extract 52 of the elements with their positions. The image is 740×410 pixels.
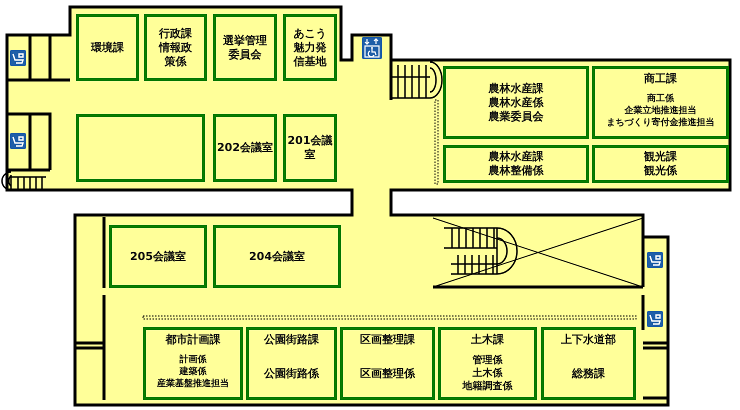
- room: [213, 225, 341, 288]
- room: [438, 327, 537, 400]
- room: [246, 327, 337, 400]
- room-name: 土木課: [471, 333, 504, 347]
- room: [283, 14, 337, 81]
- room: [213, 114, 277, 182]
- room-name: 農林水産課: [488, 82, 544, 96]
- room: [144, 14, 207, 81]
- room-name: 204会議室: [249, 250, 305, 264]
- room: [76, 14, 139, 81]
- section-name: 観光係: [644, 164, 677, 178]
- room-name: 201会議室: [286, 134, 334, 162]
- room-name: 都市計画課: [166, 333, 220, 347]
- room-name: 環境課: [91, 40, 124, 54]
- section-name: 総務課: [572, 367, 605, 381]
- room: [592, 66, 729, 139]
- room-name: あこう魅力発信基地: [292, 26, 328, 68]
- room-name: 上下水道部: [561, 333, 616, 347]
- section-name: 農林整備係: [488, 164, 544, 178]
- room: [76, 114, 205, 182]
- room-name: 選挙管理委員会: [222, 34, 268, 62]
- room-name: 公園街路課: [264, 333, 319, 347]
- section-name: 公園街路係: [264, 367, 319, 381]
- room-name: 行政課: [159, 26, 192, 40]
- section-name: 企業立地推進担当: [624, 105, 696, 117]
- room: [340, 327, 435, 400]
- room-name: 観光課: [644, 150, 677, 164]
- section-name: 土木係: [472, 367, 502, 380]
- room: [541, 327, 636, 400]
- room-name: 商工課: [644, 72, 677, 86]
- section-name: 商工係: [647, 93, 674, 105]
- room-name: 農林水産課: [488, 150, 544, 164]
- room: [283, 114, 337, 182]
- section-name: 農業委員会: [488, 110, 544, 124]
- room: [592, 145, 729, 183]
- section-name: まちづくり寄付金推進担当: [606, 117, 714, 129]
- section-name: 地籍調査係: [462, 380, 512, 393]
- section-name: 区画整理係: [360, 367, 415, 381]
- room: [143, 327, 243, 400]
- room-name: 202会議室: [217, 141, 273, 155]
- section-name: 情報政策係: [158, 40, 193, 68]
- section-name: 産業基盤推進担当: [157, 378, 229, 390]
- room-name: 205会議室: [130, 250, 186, 264]
- section-name: 建築係: [180, 366, 206, 378]
- section-name: 計画係: [180, 354, 206, 366]
- room: [443, 66, 589, 139]
- room: [443, 145, 589, 183]
- room: [109, 225, 207, 288]
- section-name: 管理係: [472, 354, 502, 367]
- section-name: 農林水産係: [488, 96, 544, 110]
- room: [213, 14, 277, 81]
- room-name: 区画整理課: [360, 333, 415, 347]
